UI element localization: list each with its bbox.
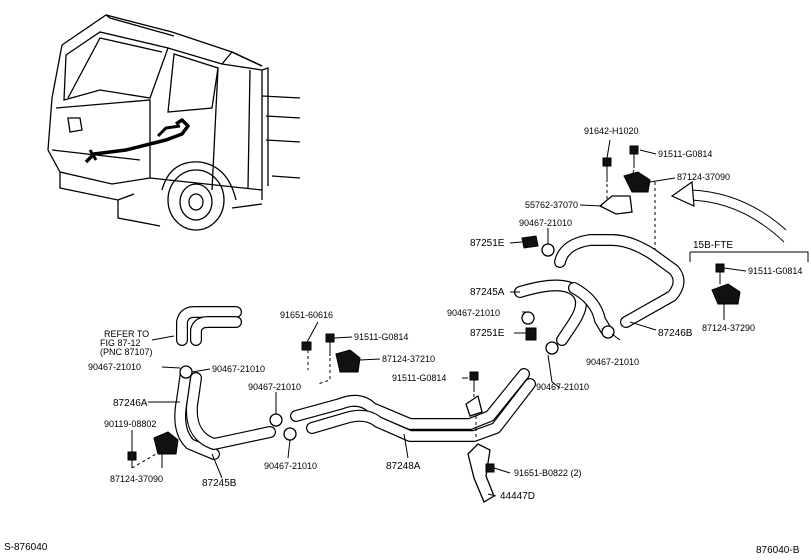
part-label: 90467-21010 <box>248 382 301 392</box>
hose-clamp-icon <box>269 413 283 427</box>
part-label: 90467-21010 <box>264 461 317 471</box>
clamp-icon <box>335 349 361 373</box>
hose-clamp-icon <box>283 427 297 441</box>
part-label: 87124-37090 <box>677 172 730 182</box>
part-label: 87246B <box>658 328 693 339</box>
part-label: 87246A <box>113 398 148 409</box>
clamp-icon <box>153 431 179 455</box>
part-labels: 91642-H1020 91511-G0814 87124-37090 5576… <box>88 126 802 502</box>
hose-clamp-icon <box>545 341 559 355</box>
part-label: 90467-21010 <box>586 357 639 367</box>
part-label: 91651-60616 <box>280 310 333 320</box>
part-label: 87124-37090 <box>110 474 163 484</box>
part-label: 91511-G0814 <box>392 373 446 383</box>
figure-code-left: S-876040 <box>4 542 48 553</box>
hose-clamp-icon <box>601 325 615 339</box>
part-label: 90467-21010 <box>212 364 265 374</box>
hose-clamp-icon <box>179 365 193 379</box>
hose-clamp-icon <box>521 311 535 325</box>
clamp-icon <box>623 171 651 193</box>
part-label: 55762-37070 <box>525 200 578 210</box>
bolt-icon <box>602 157 612 167</box>
part-label: 87124-37290 <box>702 323 755 333</box>
part-label: 87251E <box>470 328 505 339</box>
reference-note: REFER TO FIG 87-12 (PNC 87107) <box>100 329 175 357</box>
bolt-icon <box>301 341 312 351</box>
variant-label: 15B-FTE <box>693 240 733 251</box>
reference-note-line: (PNC 87107) <box>100 347 153 357</box>
fasteners <box>127 145 741 503</box>
figure-code-right: 876040-B <box>756 545 800 556</box>
valve-icon <box>521 235 539 249</box>
variant-bracket: 15B-FTE <box>689 240 809 262</box>
bolt-icon <box>127 451 137 461</box>
leader-lines <box>131 139 747 497</box>
direction-arrow <box>670 180 787 243</box>
part-label: 91642-H1020 <box>584 126 639 136</box>
bracket-icon <box>467 443 495 503</box>
part-label: 90467-21010 <box>447 308 500 318</box>
part-label: 90467-21010 <box>519 218 572 228</box>
bolt-icon <box>485 463 495 473</box>
valve-icon <box>525 327 537 341</box>
bolt-icon <box>715 263 725 273</box>
bolt-icon <box>469 371 479 381</box>
part-label: 87248A <box>386 461 421 472</box>
part-label: 91511-G0814 <box>658 149 712 159</box>
part-label: 91651-B0822 (2) <box>514 468 582 478</box>
part-label: 91511-G0814 <box>748 266 802 276</box>
bolt-icon <box>325 333 335 343</box>
part-label: 87245A <box>470 287 505 298</box>
part-label: 90467-21010 <box>88 362 141 372</box>
part-label: 87245B <box>202 478 237 489</box>
bracket-icon <box>598 195 633 215</box>
bolt-icon <box>629 145 639 155</box>
part-label: 90119-08802 <box>104 419 156 429</box>
truck-illustration <box>47 14 301 231</box>
bracket-icon <box>465 394 483 417</box>
hose-clamp-icon <box>541 243 555 257</box>
part-label: 91511-G0814 <box>354 332 408 342</box>
part-label: 44447D <box>500 491 535 502</box>
part-label: 87124-37210 <box>382 354 435 364</box>
clamp-icon <box>711 283 741 305</box>
guide-lines <box>131 169 656 469</box>
reference-note-line: REFER TO <box>104 329 149 339</box>
reference-note-line: FIG 87-12 <box>100 338 141 348</box>
part-label: 90467-21010 <box>536 382 589 392</box>
hose-assembly <box>174 234 685 460</box>
part-label: 87251E <box>470 238 505 249</box>
